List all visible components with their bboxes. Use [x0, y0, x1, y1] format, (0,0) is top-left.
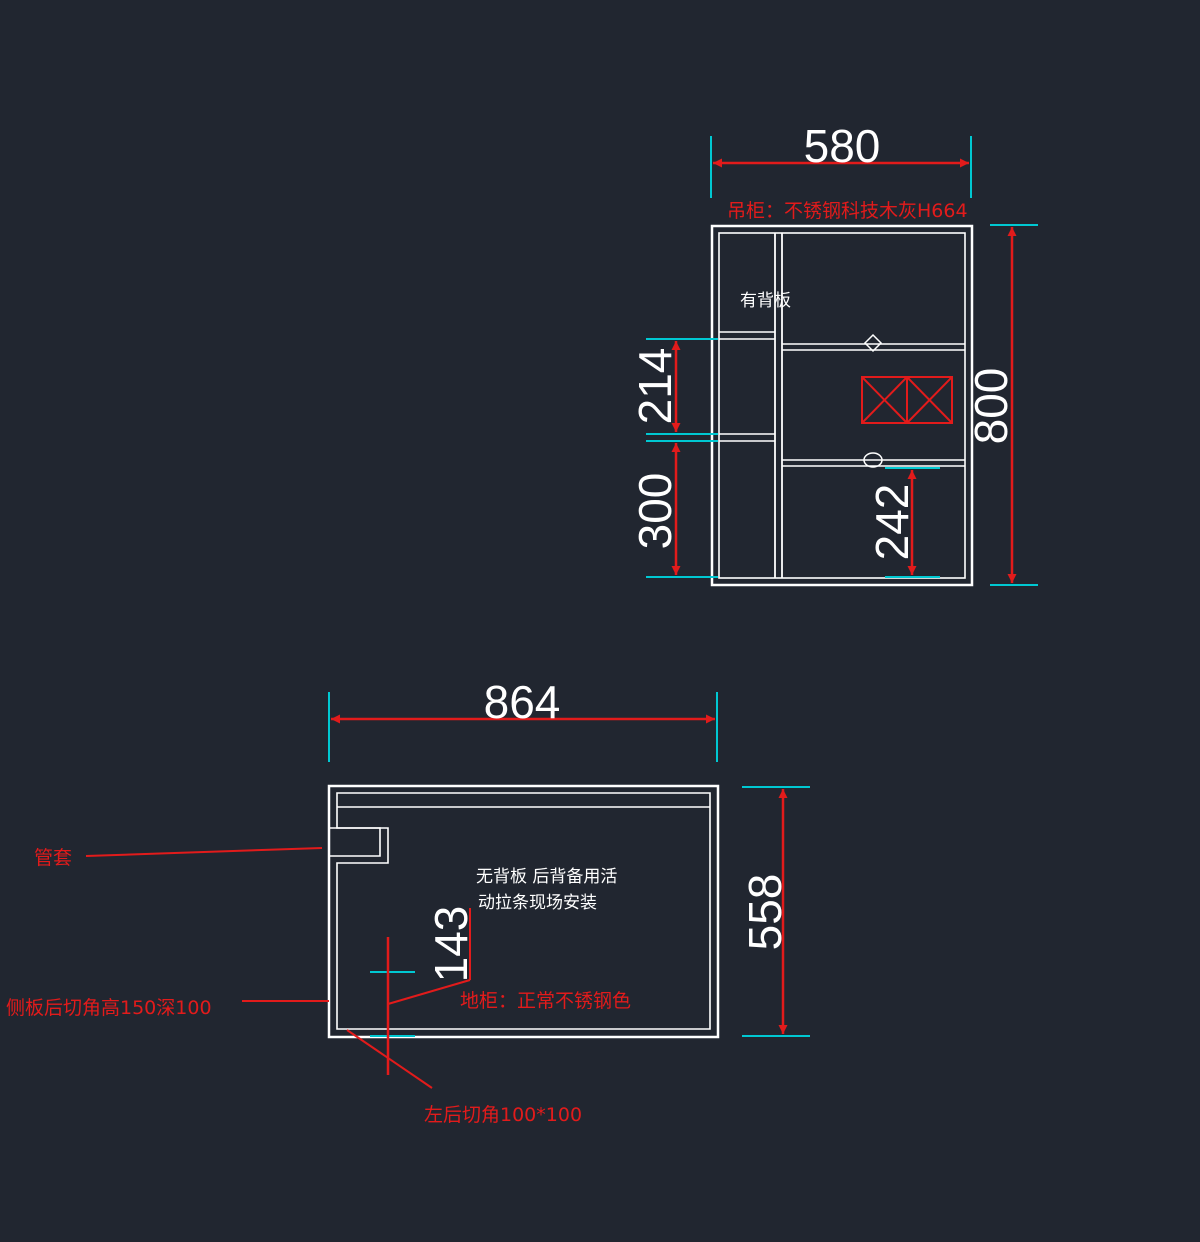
label-pipe: 管套	[34, 847, 72, 869]
wall-cabinet-drawing: 580 800 214 300 242 吊柜：不锈钢科技木灰H664 有背板	[629, 120, 1038, 587]
dim-580-label: 580	[804, 120, 881, 172]
dim-800-label: 800	[965, 368, 1017, 445]
leader-corner	[346, 1029, 433, 1089]
dim-214-300	[646, 338, 718, 578]
dim-214-label: 214	[629, 348, 681, 425]
dim-800	[990, 224, 1038, 586]
base-cabinet-outline	[327, 784, 720, 1039]
dim-300-label: 300	[629, 473, 681, 550]
dim-143-label: 143	[425, 906, 477, 983]
wall-cabinet-outline	[710, 224, 974, 587]
dim-558-label: 558	[739, 874, 791, 951]
label-corner-cut: 左后切角100*100	[424, 1104, 582, 1126]
base-cabinet-spec: 地柜：正常不锈钢色	[460, 990, 631, 1012]
pipe-notch	[329, 827, 381, 857]
dim-558	[742, 786, 810, 1037]
shelf-support-diamond	[863, 333, 883, 353]
dim-143	[370, 908, 471, 1075]
fixture-boxes	[861, 376, 953, 424]
leader-pipe	[85, 847, 323, 857]
wall-cabinet-inner-outline	[718, 232, 966, 579]
dim-242	[885, 467, 940, 578]
wall-cabinet-back-note: 有背板	[740, 291, 791, 311]
dim-242-label: 242	[866, 484, 918, 561]
base-cabinet-drawing: 864 558 143 无背板 后背备用活 动拉条现场安装 地柜：正常不锈钢色 …	[6, 676, 810, 1126]
shelf-support-round	[863, 452, 883, 468]
dim-864	[328, 692, 718, 762]
dim-864-label: 864	[484, 676, 561, 728]
dim-580	[710, 136, 972, 198]
wall-cabinet-spec: 吊柜：不锈钢科技木灰H664	[727, 200, 968, 222]
base-cabinet-note-line2: 动拉条现场安装	[478, 893, 597, 913]
label-side-cut: 侧板后切角高150深100	[6, 997, 212, 1019]
base-cabinet-note-line1: 无背板 后背备用活	[476, 867, 617, 887]
